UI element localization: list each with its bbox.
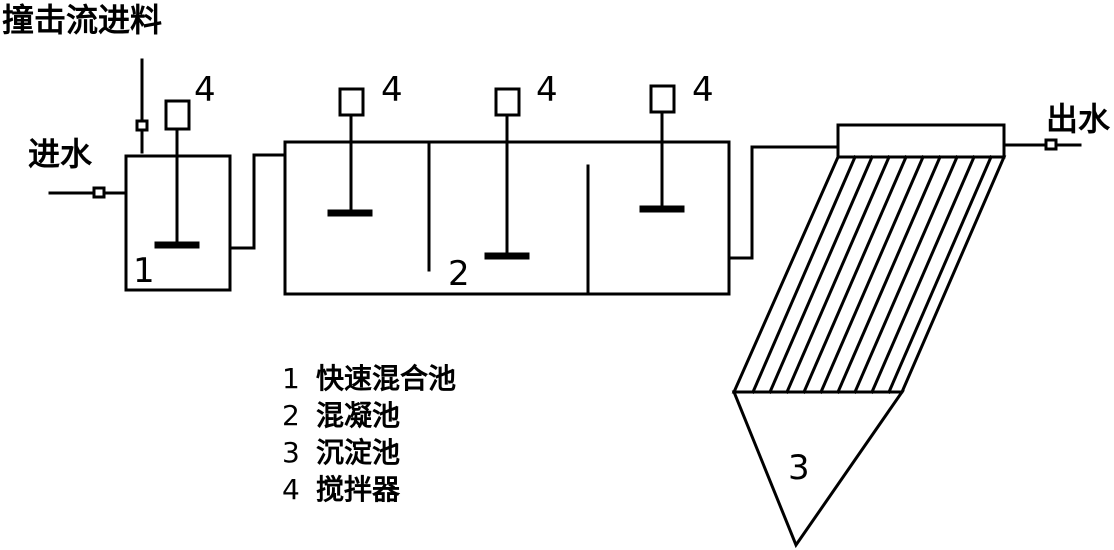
- legend-number: 1: [282, 362, 300, 395]
- legend-number: 4: [282, 473, 300, 506]
- stirrer-impeller: [484, 252, 530, 260]
- inclined-plate: [836, 155, 942, 394]
- stirrer-motor-icon: [494, 87, 521, 117]
- legend-text: 混凝池: [316, 399, 401, 432]
- outlet-label: 出水: [1046, 100, 1111, 138]
- outlet-arrow-icon: [1044, 138, 1058, 151]
- stirrer-number: 4: [692, 70, 714, 110]
- inclined-plate: [819, 155, 925, 394]
- inclined-plate: [802, 155, 908, 394]
- sludge-hopper: [731, 390, 905, 549]
- inclined-plate: [853, 155, 959, 394]
- legend-number: 3: [282, 436, 300, 469]
- collector-header: [836, 123, 1006, 159]
- tank-3-number: 3: [788, 448, 810, 488]
- inclined-plate: [887, 155, 993, 394]
- stirrer-number: 4: [194, 70, 216, 110]
- inclined-plate: [785, 155, 891, 394]
- stirrer-number: 4: [536, 70, 558, 110]
- legend-item: 1 快速混合池: [282, 365, 456, 393]
- legend-item: 4 搅拌器: [282, 476, 400, 504]
- stirrer-impeller: [639, 205, 685, 213]
- connecting-pipe-1-2: [228, 153, 287, 250]
- legend-item: 3 沉淀池: [282, 439, 400, 467]
- inlet-arrow-icon: [92, 186, 106, 199]
- inclined-plate: [768, 155, 874, 394]
- stirrer-impeller: [154, 241, 200, 249]
- tank-2-number: 2: [448, 254, 470, 294]
- tank-1-number: 1: [133, 251, 155, 291]
- stirrer-number: 4: [381, 70, 403, 110]
- inclined-plate: [870, 155, 976, 394]
- legend-text: 快速混合池: [316, 362, 457, 395]
- stirrer-impeller: [327, 209, 373, 217]
- connecting-pipe-2-3: [727, 145, 840, 260]
- stirrer-motor-icon: [338, 87, 365, 117]
- inlet-label: 进水: [28, 135, 93, 173]
- legend-item: 2 混凝池: [282, 402, 400, 430]
- legend-text: 沉淀池: [316, 436, 401, 469]
- legend-text: 搅拌器: [316, 473, 401, 506]
- legend-number: 2: [282, 399, 300, 432]
- feed-valve-icon: [135, 119, 149, 132]
- inclined-plate: [751, 155, 857, 394]
- stirrer-motor-icon: [649, 84, 676, 114]
- stirrer-motor-icon: [164, 99, 191, 131]
- impinging-feed-label: 撞击流进料: [2, 1, 163, 39]
